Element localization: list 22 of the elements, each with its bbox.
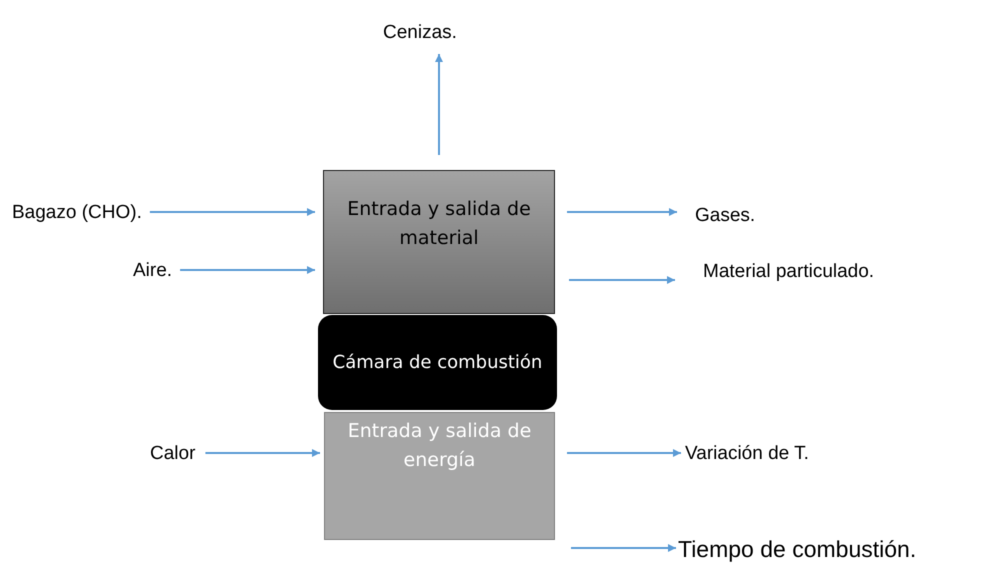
arrow <box>205 449 320 457</box>
arrow <box>567 449 681 457</box>
arrow <box>435 54 443 155</box>
output-label: Variación de T. <box>685 441 835 467</box>
energy-box <box>324 412 555 540</box>
arrow <box>567 208 677 216</box>
arrow <box>180 266 315 274</box>
output-label: Gases. <box>695 203 775 229</box>
output-label: Cenizas. <box>383 20 513 46</box>
combustion-chamber-box <box>318 315 557 410</box>
arrow <box>569 276 675 284</box>
box-text: Entrada y salida de material <box>346 197 532 250</box>
arrow <box>571 544 676 552</box>
arrow <box>150 208 315 216</box>
output-label: Material particulado. <box>703 259 923 285</box>
box-text: Entrada y salida de energía <box>346 419 532 472</box>
input-label: Calor <box>150 441 210 467</box>
output-label: Tiempo de combustión. <box>678 535 982 563</box>
material-box <box>323 170 555 314</box>
input-label: Aire. <box>133 258 195 284</box>
box-text: Cámara de combustión <box>332 351 542 375</box>
input-label: Bagazo (CHO). <box>12 200 202 226</box>
